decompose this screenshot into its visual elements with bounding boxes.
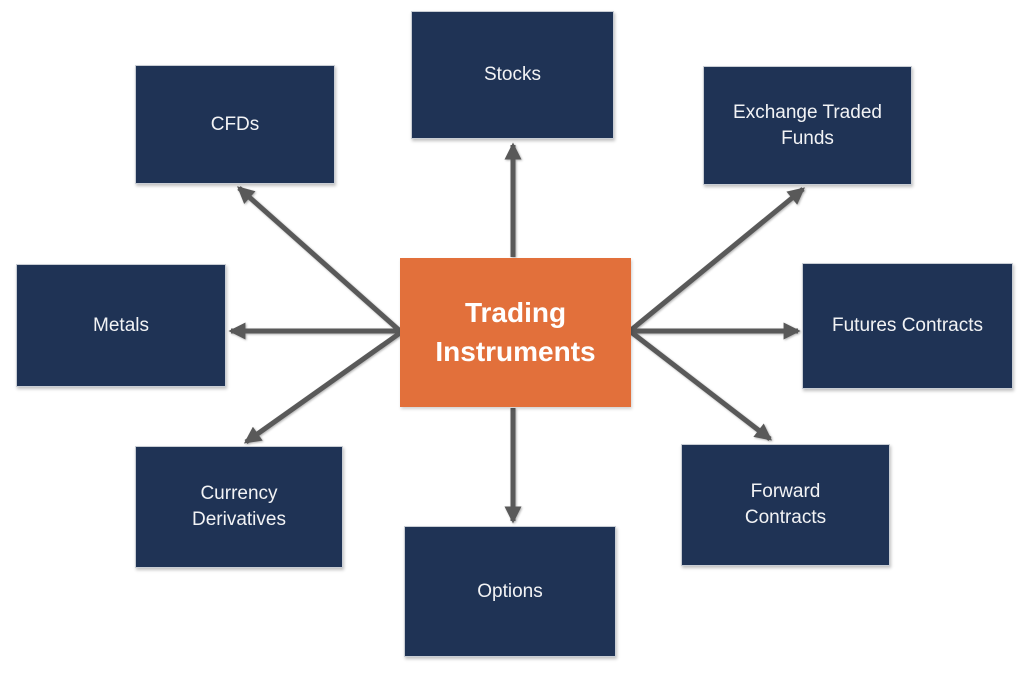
node-futures-contracts: Futures Contracts (802, 263, 1013, 389)
node-label-stocks: Stocks (483, 64, 542, 86)
node-options: Options (404, 526, 616, 657)
node-label-exchange-traded-funds: Exchange Traded Funds (733, 101, 882, 149)
node-label-metals: Metals (93, 314, 149, 336)
node-currency-derivatives: Currency Derivatives (135, 446, 343, 568)
node-label-options: Options (477, 580, 543, 602)
node-label-currency-derivatives: Currency Derivatives (192, 483, 286, 530)
arrow-trading-instruments-to-cfds (237, 186, 402, 333)
center-node-trading-instruments: Trading Instruments (400, 258, 631, 407)
node-exchange-traded-funds: Exchange Traded Funds (703, 66, 912, 185)
arrow-trading-instruments-to-exchange-traded-funds (629, 187, 805, 332)
node-forward-contracts: Forward Contracts (681, 444, 890, 566)
arrow-trading-instruments-to-currency-derivatives (243, 330, 402, 445)
node-label-futures-contracts: Futures Contracts (832, 315, 983, 337)
center-node-label: Trading Instruments (435, 297, 596, 367)
node-cfds: CFDs (135, 65, 335, 184)
node-stocks: Stocks (411, 11, 614, 139)
node-label-forward-contracts: Forward Contracts (744, 481, 827, 528)
node-label-cfds: CFDs (210, 113, 260, 135)
arrow-trading-instruments-to-forward-contracts (629, 330, 773, 441)
node-metals: Metals (16, 264, 226, 387)
